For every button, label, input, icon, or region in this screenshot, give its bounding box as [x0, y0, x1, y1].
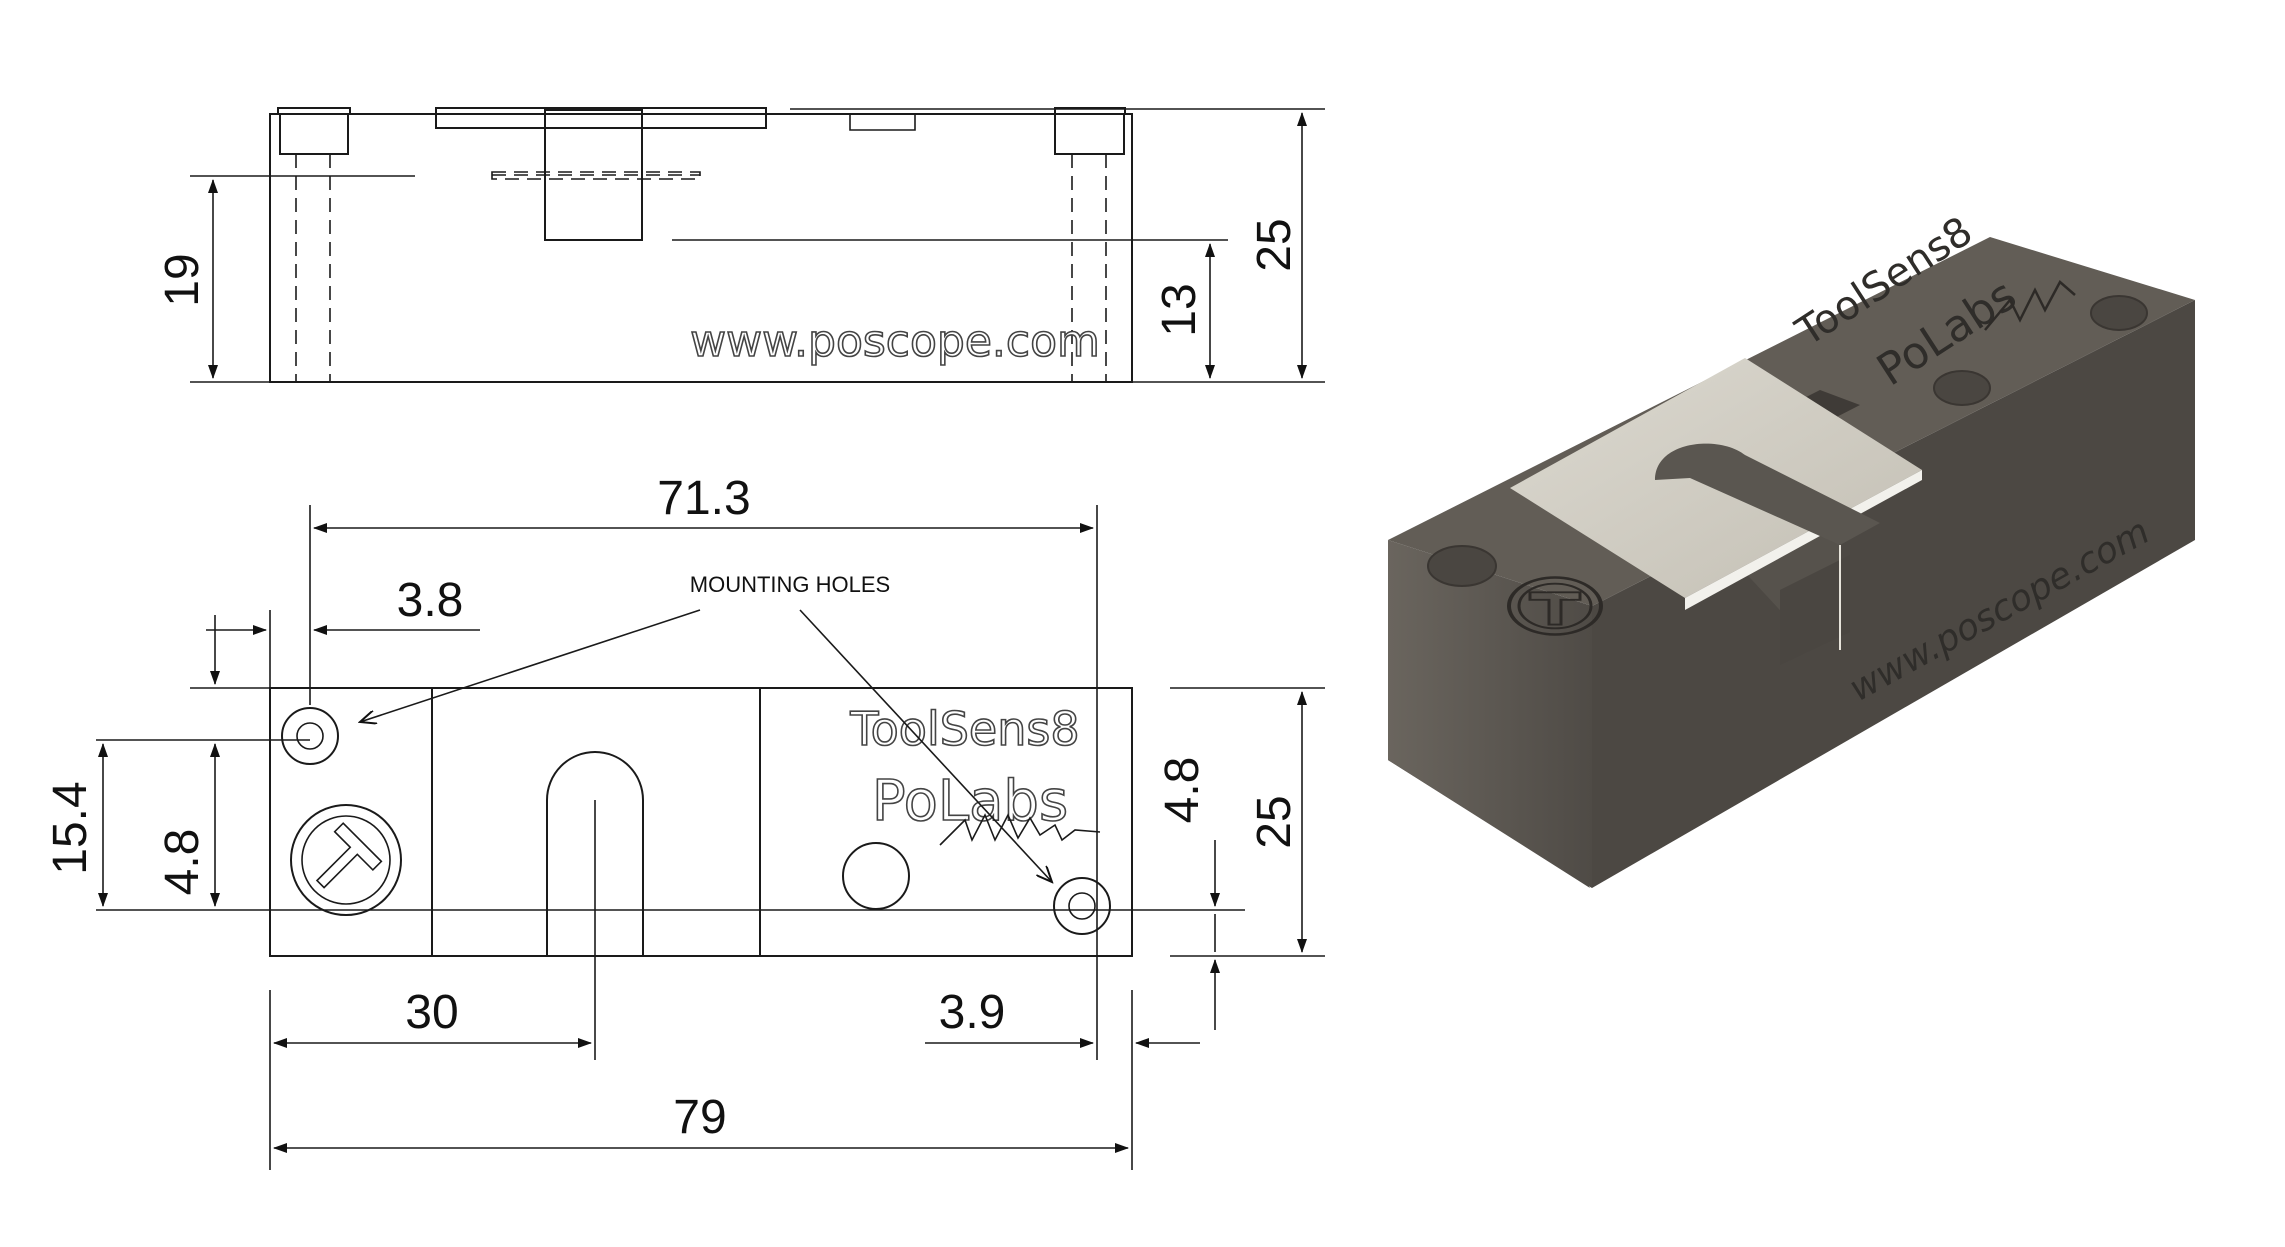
top-small-recess	[849, 114, 916, 131]
annotation-arrow-left	[360, 609, 701, 722]
dim-label-4-8-right: 4.8	[1156, 757, 1209, 824]
signal-squiggle-icon	[939, 813, 1101, 846]
dim-label-13: 13	[1153, 283, 1206, 336]
dim-label-19: 19	[156, 253, 209, 306]
iso-hole-left	[1427, 545, 1497, 587]
top-step-left	[277, 107, 351, 114]
front-view-outline	[269, 687, 1133, 957]
mounting-holes-label: MOUNTING HOLES	[690, 572, 890, 597]
iso-hole-blind	[1933, 370, 1991, 406]
top-view: www.poscope.com 19 13 25	[156, 107, 1325, 383]
counterbore-left	[279, 114, 349, 155]
dim-label-25-top: 25	[1248, 218, 1301, 271]
brand-toolsens: ToolSens8	[849, 702, 1079, 756]
iso-view: ToolSens8 PoLabs www.poscope.com	[1388, 208, 2195, 888]
iso-plate-edge	[1685, 470, 1922, 610]
dim-label-30: 30	[405, 986, 458, 1039]
hammer-logo-icon	[290, 804, 402, 916]
u-slot	[546, 751, 644, 956]
top-url-engraving: www.poscope.com	[690, 316, 1100, 367]
dim-label-3-9: 3.9	[939, 986, 1006, 1039]
top-plate-edge	[435, 107, 767, 129]
front-view: ToolSens8 PoLabs MOUNTING HOLES 71.3 3.8…	[44, 472, 1325, 1170]
iso-plate-slot	[1655, 443, 1880, 545]
dim-label-79: 79	[673, 1091, 726, 1144]
mounting-hole-right-inner	[1068, 892, 1096, 920]
iso-signal-squiggle-icon	[1984, 280, 2076, 331]
counterbore-right	[1054, 114, 1125, 155]
top-view-outline	[269, 113, 1133, 383]
brand-polabs: PoLabs	[872, 769, 1068, 834]
dim-label-25-front: 25	[1248, 795, 1301, 848]
top-step-right	[1054, 107, 1126, 114]
hidden-slot	[491, 171, 701, 180]
dim-label-4-8-left: 4.8	[156, 829, 209, 896]
iso-front-face	[1592, 300, 2195, 888]
dim-label-3-8: 3.8	[397, 574, 464, 627]
dim-label-71-3: 71.3	[657, 472, 750, 525]
iso-hole-right	[2090, 295, 2148, 331]
mounting-hole-right	[1053, 877, 1111, 935]
iso-hammer-logo-icon	[1507, 576, 1603, 636]
dim-label-15-4: 15.4	[44, 781, 97, 874]
mounting-hole-left	[281, 707, 339, 765]
blind-hole	[842, 842, 910, 910]
annotation-arrow-right	[799, 609, 1052, 882]
iso-slot-inner	[1780, 555, 1850, 665]
mounting-hole-left-inner	[296, 722, 324, 750]
